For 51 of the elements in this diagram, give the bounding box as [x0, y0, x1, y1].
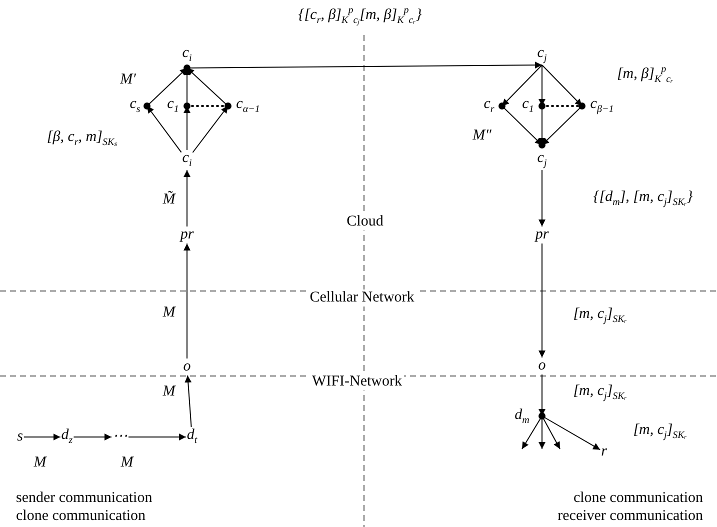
arrow	[128, 434, 186, 440]
node-label: o	[182, 358, 192, 376]
caption-text: receiver communication	[558, 507, 703, 525]
arrow	[192, 106, 228, 153]
node-label: d$_{t}$	[186, 427, 198, 447]
node-label: d$_{z}$	[60, 427, 74, 447]
arrow	[542, 64, 582, 106]
node-label: pr	[534, 226, 550, 244]
node-label: ⋯	[112, 428, 128, 446]
node-label: c$_{j}$	[536, 150, 548, 170]
arrow	[184, 375, 192, 428]
node-label: c$_{i}$	[181, 150, 193, 170]
arrow	[73, 434, 112, 440]
zone-label: Cloud	[344, 214, 386, 230]
node-label: r	[600, 444, 608, 460]
node-label: o	[537, 358, 547, 374]
edge-label: [β, c$_{r}$, m]$_{SKₛ}$	[46, 129, 118, 149]
edge-label: [m, c$_{j}$]$_{SKᵣ}$	[572, 383, 628, 403]
node-label: c$_{β−1}$	[589, 96, 615, 116]
arrow	[146, 106, 182, 153]
arrow	[184, 170, 190, 227]
node-label: pr	[179, 226, 195, 244]
caption-text: sender communication	[16, 489, 152, 507]
node-label: c$_{j}$	[536, 45, 548, 65]
zone-label: WIFI-Network	[310, 374, 404, 390]
edge-label: {[d$_{m}$], [m, c$_{j}$]$_{SKᵣ}$}	[592, 189, 694, 209]
arrow	[502, 64, 542, 106]
arrow	[522, 416, 542, 450]
caption-text: clone communication	[16, 507, 146, 525]
node-label: c$_{i}$	[181, 45, 193, 65]
caption-text: clone communication	[573, 489, 703, 507]
node-label: c$_{α−1}$	[235, 96, 261, 116]
node-label: d$_{m}$	[514, 407, 530, 427]
edge-label: [m, c$_{j}$]$_{SKᵣ}$	[632, 422, 688, 442]
zone-label: Cellular Network	[308, 290, 416, 306]
arrow	[184, 243, 190, 359]
arrow	[146, 68, 188, 106]
node-label: c$_{1}$	[166, 96, 180, 116]
node-label: c$_{1}$	[521, 96, 535, 116]
arrow	[538, 170, 546, 227]
arrow	[502, 106, 542, 146]
node-label: c$_{r}$	[482, 96, 496, 116]
arrow	[542, 416, 560, 450]
node-label: s	[16, 428, 24, 446]
arrow	[23, 434, 61, 440]
arrow	[538, 243, 546, 358]
edge-label: [m, c$_{j}$]$_{SKᵣ}$	[572, 306, 628, 326]
node-label: c$_{s}$	[128, 96, 142, 116]
arrow	[542, 106, 582, 146]
arrow	[542, 416, 601, 450]
arrow	[186, 68, 228, 106]
